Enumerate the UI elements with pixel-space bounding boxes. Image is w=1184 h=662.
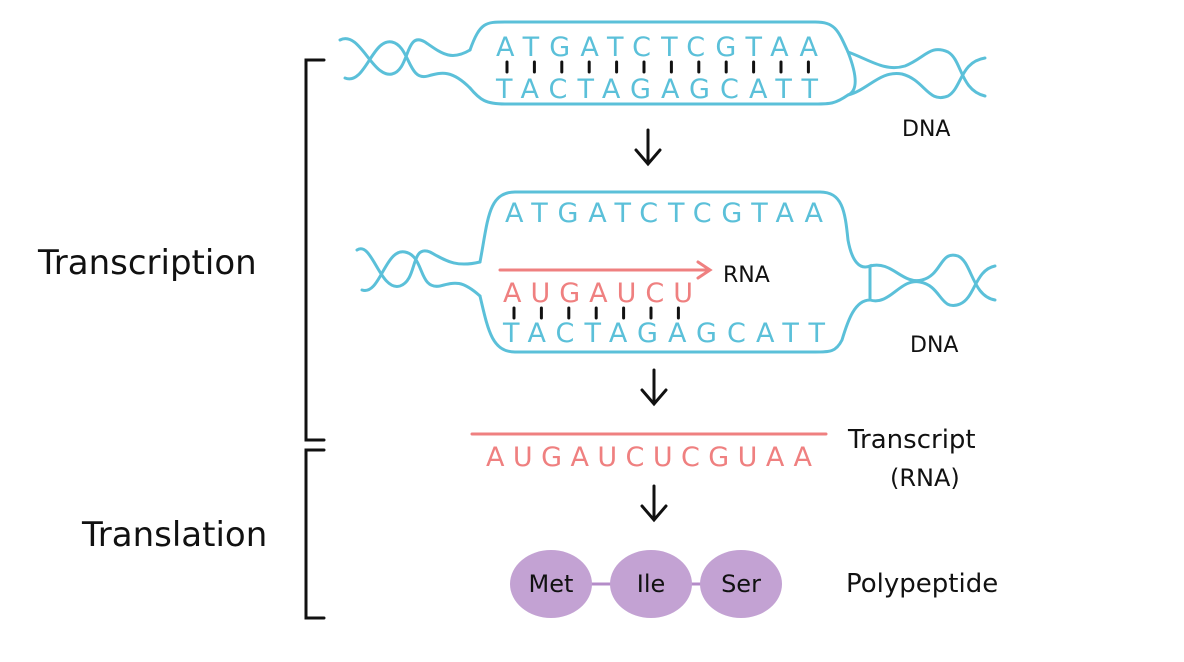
- middle-dna-label: DNA: [910, 333, 958, 358]
- top-dna-base-pairs: [507, 62, 808, 72]
- top-dna-strand-top: ATGATCTCGTAA: [496, 32, 819, 63]
- rna-label: RNA: [723, 263, 770, 288]
- arrow-down-2: [642, 370, 666, 404]
- middle-dna-strand-bottom: TACTAGAGCATT: [502, 318, 826, 349]
- transcript-sequence: AUGAUCUCGUAA: [486, 442, 813, 473]
- arrow-down-1: [636, 130, 660, 164]
- amino-acid-ser-label: Ser: [721, 570, 761, 598]
- transcript-label-line2: (RNA): [890, 464, 960, 492]
- top-dna-strand-bottom: TACTAGAGCATT: [495, 74, 819, 105]
- middle-dna-strand-top: ATGATCTCGTAA: [505, 198, 824, 229]
- translation-label: Translation: [81, 515, 267, 555]
- top-dna-label: DNA: [902, 117, 950, 142]
- middle-dna-base-pairs: [514, 308, 678, 318]
- translation-bracket: [306, 450, 324, 618]
- amino-acid-ile-label: Ile: [637, 570, 666, 598]
- amino-acid-met-label: Met: [529, 570, 574, 598]
- transcription-bracket: [306, 60, 324, 440]
- arrow-down-3: [642, 486, 666, 520]
- rna-synthesis-arrow: [500, 262, 710, 278]
- middle-rna-strand: AUGAUCU: [503, 278, 693, 309]
- transcription-label: Transcription: [37, 243, 257, 283]
- polypeptide-label: Polypeptide: [846, 569, 998, 599]
- transcript-label-line1: Transcript: [847, 425, 976, 455]
